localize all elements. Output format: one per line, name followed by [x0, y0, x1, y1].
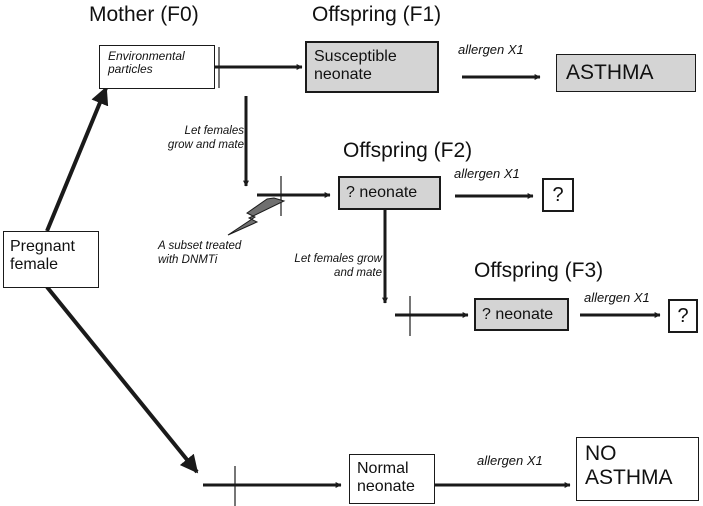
- heading-offspring-f3: Offspring (F3): [474, 259, 604, 282]
- arrow-female-to-normal: [45, 285, 199, 474]
- normal-neonate-box: Normal neonate: [349, 454, 435, 504]
- heading-mother-f0: Mother (F0): [89, 3, 199, 26]
- f3-neonate-box: ? neonate: [474, 298, 569, 331]
- heading-offspring-f1: Offspring (F1): [312, 3, 442, 26]
- pregnant-female-box: Pregnant female: [3, 231, 99, 288]
- heading-offspring-f2: Offspring (F2): [343, 139, 473, 162]
- allergen-label-f2: allergen X1: [454, 166, 520, 181]
- allergen-label-f3: allergen X1: [584, 290, 650, 305]
- mate-f2-note: Let females grow and mate: [294, 253, 382, 280]
- no-asthma-box: NO ASTHMA: [576, 437, 699, 501]
- f2-outcome-box: ?: [542, 178, 574, 212]
- dnmti-note: A subset treated with DNMTi: [158, 240, 242, 267]
- allergen-label-normal: allergen X1: [477, 453, 543, 468]
- lightning-bolt-icon: [227, 197, 286, 236]
- f3-outcome-box: ?: [668, 299, 698, 333]
- susceptible-neonate-box: Susceptible neonate: [305, 41, 439, 93]
- allergen-label-f1: allergen X1: [458, 42, 524, 57]
- mate-f1-note: Let females grow and mate: [167, 125, 244, 152]
- f2-neonate-box: ? neonate: [338, 176, 441, 210]
- environmental-particles-box: Environmental particles: [99, 45, 215, 89]
- asthma-box: ASTHMA: [556, 54, 696, 92]
- arrow-female-to-particles: [45, 86, 109, 232]
